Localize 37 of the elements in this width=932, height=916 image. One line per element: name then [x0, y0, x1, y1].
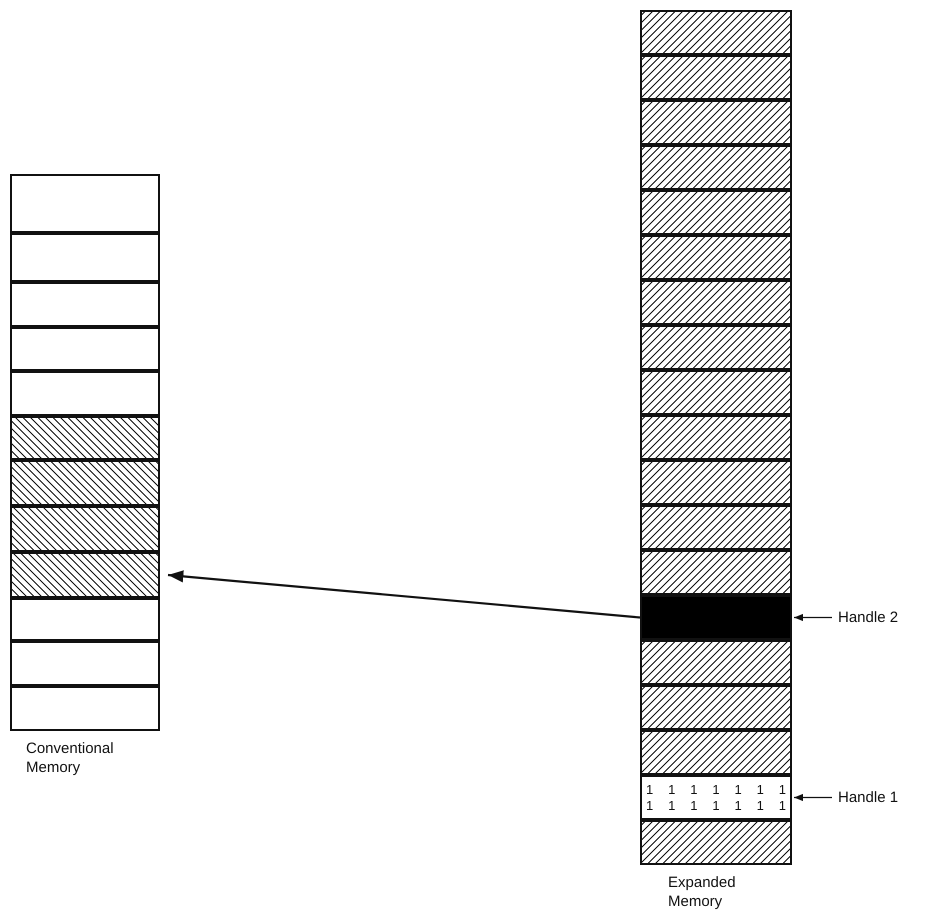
memory-block [640, 190, 792, 235]
memory-block [10, 233, 160, 282]
memory-block [640, 460, 792, 505]
memory-block [10, 506, 160, 552]
memory-block [640, 280, 792, 325]
memory-block [10, 371, 160, 416]
leader-line [794, 794, 832, 802]
memory-block [640, 820, 792, 865]
memory-block [640, 415, 792, 460]
memory-block [10, 327, 160, 371]
memory-block [10, 282, 160, 327]
arrow [168, 570, 640, 619]
memory-block [640, 775, 792, 820]
memory-block [10, 552, 160, 598]
memory-values: 1 1 1 1 1 1 1 1 1 1 1 1 1 1 [646, 782, 786, 814]
memory-block [10, 460, 160, 506]
leader-line [794, 614, 832, 622]
memory-block [640, 550, 792, 595]
memory-block [640, 730, 792, 775]
memory-block [10, 598, 160, 641]
memory-block [640, 325, 792, 370]
memory-block [640, 685, 792, 730]
memory-block [640, 55, 792, 100]
handle-label: Handle 2 [838, 608, 898, 626]
handle-label: Handle 1 [838, 788, 898, 806]
memory-block [640, 595, 792, 640]
memory-block [10, 641, 160, 686]
memory-block [640, 235, 792, 280]
memory-block [640, 10, 792, 55]
memory-block [640, 640, 792, 685]
column-caption: Conventional Memory [26, 739, 115, 777]
memory-block [10, 416, 160, 460]
memory-block [640, 370, 792, 415]
memory-block [640, 145, 792, 190]
column-caption: Expanded Memory [668, 873, 737, 911]
memory-block [640, 100, 792, 145]
memory-block [640, 505, 792, 550]
